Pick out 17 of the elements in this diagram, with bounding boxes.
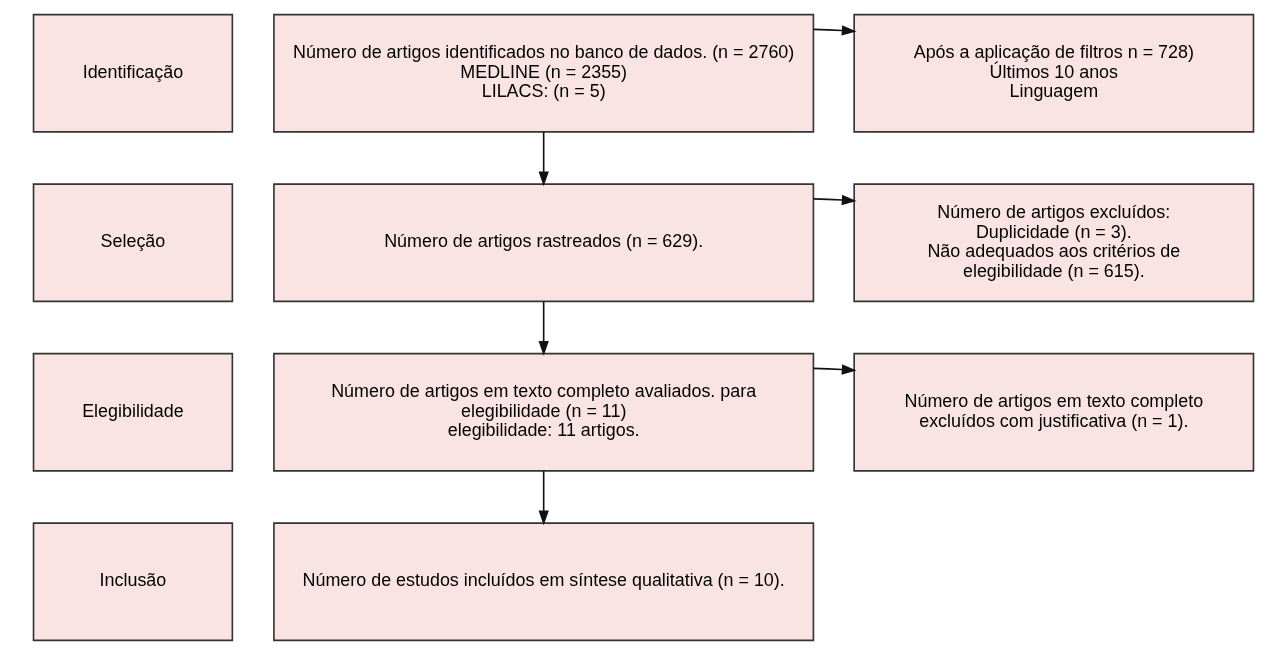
node-box: Número de artigos identificados no banco de dados. (n = 2760) MEDLINE (n = 2355) LILACS: (n = 5): [273, 13, 815, 133]
node-box: Após a aplicação de filtros n = 728) Últimos 10 anos Linguagem: [853, 13, 1255, 133]
node-box: Número de artigos rastreados (n = 629).: [273, 183, 815, 303]
node-box: Identificação: [32, 13, 234, 133]
node-box: Número de artigos em texto completo avaliados. para elegibilidade (n = 11) elegibilidade: 11 artigos.: [273, 352, 815, 472]
node-box: Seleção: [32, 183, 234, 303]
node-box: Número de artigos excluídos: Duplicidade (n = 3). Não adequados aos critérios de elegibilidade (n = 615).: [853, 183, 1255, 303]
arrow: [538, 131, 549, 187]
arrow: [812, 25, 857, 36]
node-box: Elegibilidade: [32, 352, 234, 472]
arrow: [538, 470, 549, 526]
node-box: Número de estudos incluídos em síntese qualitativa (n = 10).: [273, 522, 815, 642]
arrow: [538, 300, 549, 356]
arrow: [812, 364, 857, 375]
arrow: [812, 194, 857, 206]
node-box: Número de artigos em texto completo excluídos com justificativa (n = 1).: [853, 352, 1255, 472]
node-box: Inclusão: [32, 522, 234, 642]
